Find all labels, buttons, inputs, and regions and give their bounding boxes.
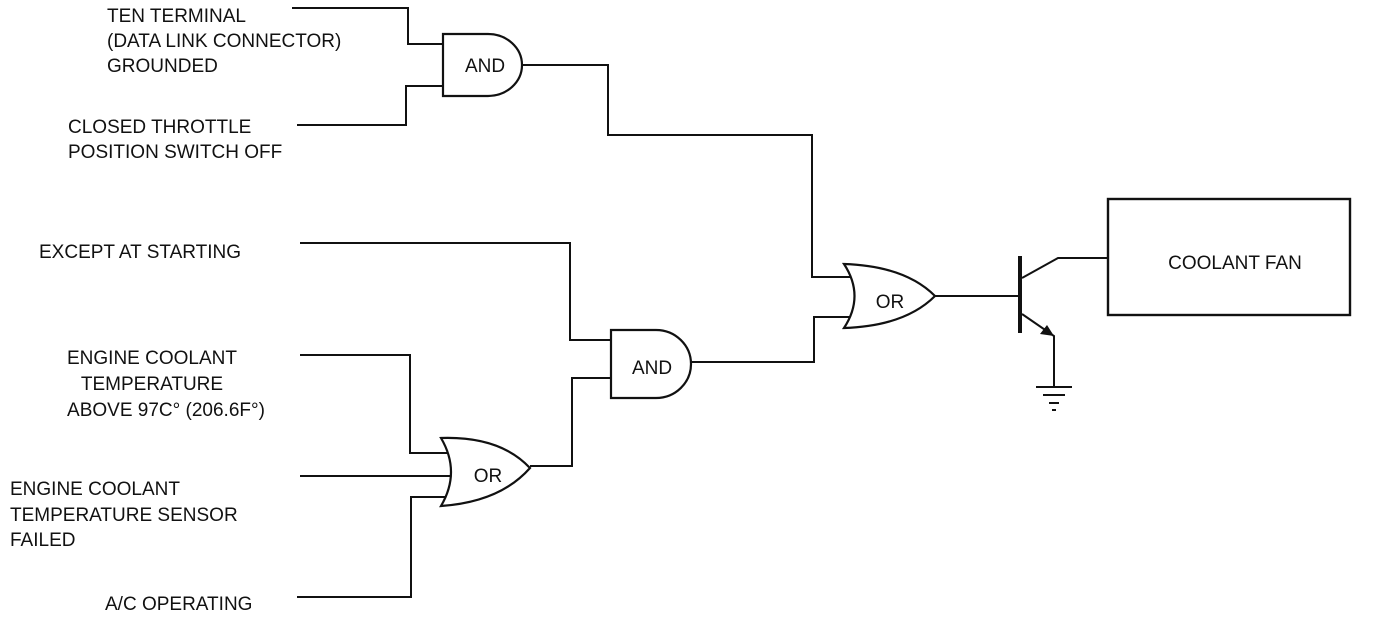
transistor-icon	[1018, 256, 1054, 336]
label-line: ENGINE COOLANT	[10, 479, 180, 500]
label-line: POSITION SWITCH OFF	[68, 142, 282, 163]
or-gate-main: OR	[841, 262, 937, 330]
wire-closed-throttle	[297, 85, 443, 126]
label-line: CLOSED THROTTLE	[68, 117, 251, 138]
wire-or-low-output	[530, 377, 611, 467]
or-gate-low: OR	[438, 436, 532, 508]
wire-and-top-output	[522, 64, 853, 278]
input-label-except-starting: EXCEPT AT STARTING	[39, 242, 241, 263]
label-line: TEMPERATURE	[81, 374, 223, 395]
label-line: EXCEPT AT STARTING	[39, 242, 241, 263]
label-line: GROUNDED	[107, 56, 218, 77]
input-label-coolant-temp: ENGINE COOLANT TEMPERATURE ABOVE 97C° (2…	[67, 348, 265, 421]
wire-except-starting	[300, 242, 611, 341]
label-line: TEN TERMINAL	[107, 6, 246, 27]
wire-collector	[1021, 257, 1108, 279]
wire-emitter	[1021, 313, 1055, 387]
wire-ac-operating	[297, 496, 451, 598]
label-line: ENGINE COOLANT	[67, 348, 237, 369]
gate-label: AND	[465, 56, 505, 77]
input-label-closed-throttle: CLOSED THROTTLE POSITION SWITCH OFF	[68, 117, 282, 163]
gate-label: AND	[632, 358, 672, 379]
and-gate-top: AND	[441, 32, 524, 98]
input-label-ac-operating: A/C OPERATING	[105, 594, 252, 615]
label-line: FAILED	[10, 530, 75, 551]
wire-ten-terminal	[292, 7, 443, 45]
label-line: (DATA LINK CONNECTOR)	[107, 31, 341, 52]
wires	[292, 7, 1108, 598]
ground-icon	[1036, 386, 1072, 411]
label-line: ABOVE 97C° (206.6F°)	[67, 400, 265, 421]
coolant-fan-label: COOLANT FAN	[1168, 253, 1302, 274]
wire-coolant-temp	[300, 354, 451, 454]
input-label-ten-terminal: TEN TERMINAL (DATA LINK CONNECTOR) GROUN…	[107, 6, 341, 77]
gate-label: OR	[474, 466, 503, 487]
and-gate-mid: AND	[609, 328, 693, 400]
input-label-sensor-failed: ENGINE COOLANT TEMPERATURE SENSOR FAILED	[10, 479, 238, 551]
gate-label: OR	[876, 292, 905, 313]
wire-and-mid-output	[690, 316, 853, 363]
emitter-arrow-icon	[1040, 325, 1054, 336]
label-line: A/C OPERATING	[105, 594, 252, 615]
coolant-fan-box: COOLANT FAN	[1106, 197, 1352, 317]
label-line: TEMPERATURE SENSOR	[10, 505, 238, 526]
